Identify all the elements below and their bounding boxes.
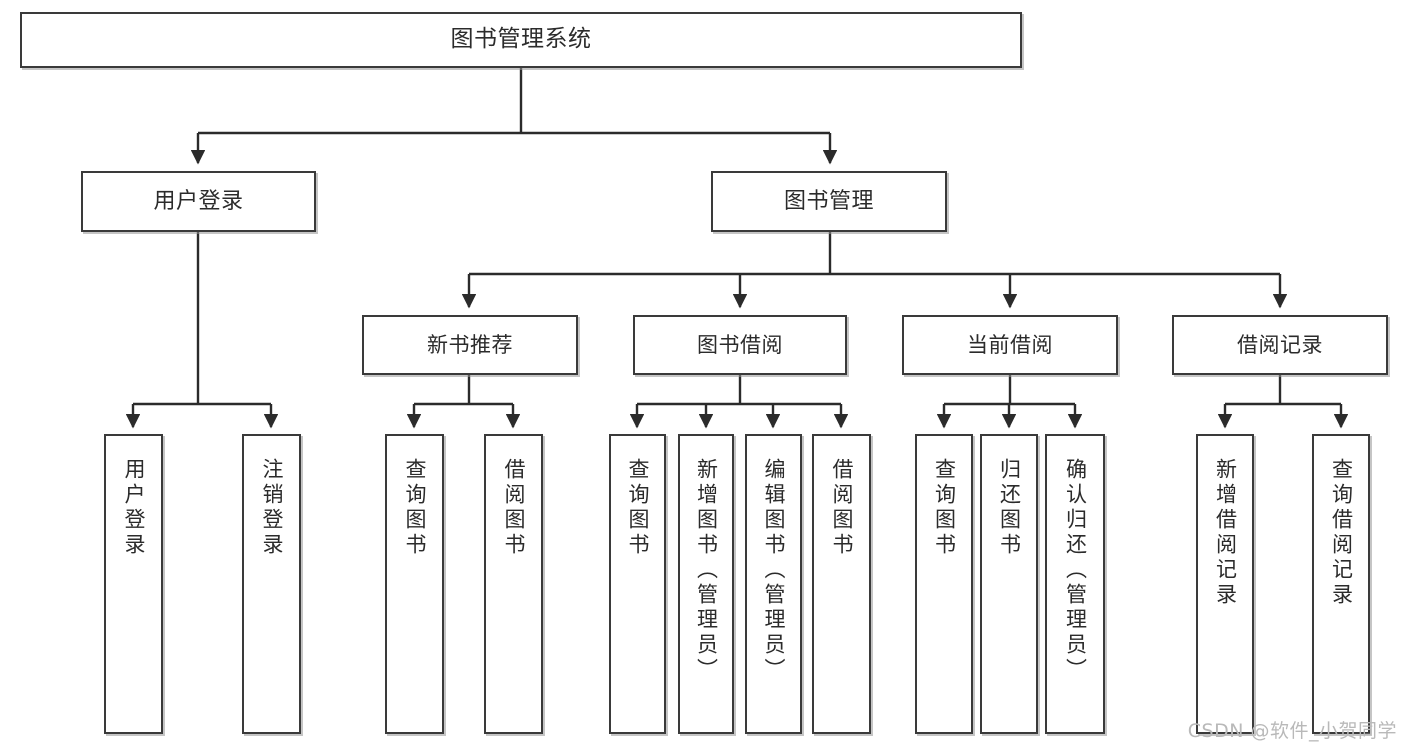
node-leaf-query-book-cur[interactable]: 查询图书 — [915, 434, 973, 734]
node-label: 当前借阅 — [967, 332, 1053, 357]
node-borrow-record[interactable]: 借阅记录 — [1172, 315, 1388, 375]
edge-root-to-level1 — [190, 68, 838, 165]
edge-current-borrow-to-leaves — [936, 375, 1083, 429]
node-leaf-logout[interactable]: 注销登录 — [242, 434, 301, 734]
node-label: 新增借阅记录 — [1213, 458, 1238, 608]
edge-book-borrow-to-leaves — [629, 375, 849, 429]
edge-user-login-to-leaves — [125, 232, 279, 429]
edge-book-manage-to-level2 — [461, 232, 1288, 309]
node-leaf-query-record[interactable]: 查询借阅记录 — [1312, 434, 1370, 734]
node-label: 查询图书 — [932, 458, 957, 558]
node-leaf-borrow-book-rec[interactable]: 借阅图书 — [484, 434, 543, 734]
node-label: 图书管理系统 — [450, 26, 592, 53]
node-label: 图书借阅 — [697, 332, 783, 357]
node-label: 借阅图书 — [502, 458, 526, 558]
node-leaf-borrow-book[interactable]: 借阅图书 — [812, 434, 871, 734]
node-label: 注销登录 — [260, 458, 284, 558]
edge-borrow-record-to-leaves — [1217, 375, 1349, 429]
node-leaf-user-login[interactable]: 用户登录 — [104, 434, 163, 734]
edge-new-book-rec-to-leaves — [406, 375, 521, 429]
node-label: 用户登录 — [122, 458, 146, 558]
node-label: 借阅记录 — [1237, 332, 1323, 357]
watermark-text: CSDN @软件_小贺同学 — [1187, 720, 1397, 742]
node-leaf-add-book[interactable]: 新增图书（管理员） — [678, 434, 734, 734]
node-label: 归还图书 — [997, 458, 1022, 558]
node-label: 查询借阅记录 — [1329, 458, 1354, 608]
node-leaf-return-book[interactable]: 归还图书 — [980, 434, 1038, 734]
node-leaf-add-record[interactable]: 新增借阅记录 — [1196, 434, 1254, 734]
node-label: 新书推荐 — [427, 332, 513, 357]
node-label: 图书管理 — [783, 188, 874, 214]
node-leaf-query-book-borrow[interactable]: 查询图书 — [609, 434, 666, 734]
node-label: 查询图书 — [626, 458, 650, 558]
node-leaf-edit-book[interactable]: 编辑图书（管理员） — [745, 434, 802, 734]
node-current-borrow[interactable]: 当前借阅 — [902, 315, 1118, 375]
node-book-borrow[interactable]: 图书借阅 — [633, 315, 847, 375]
node-label: 编辑图书（管理员） — [762, 458, 786, 683]
node-user-login[interactable]: 用户登录 — [81, 171, 316, 232]
node-label: 用户登录 — [153, 188, 244, 214]
node-label: 查询图书 — [403, 458, 427, 558]
node-leaf-query-book-rec[interactable]: 查询图书 — [385, 434, 444, 734]
node-root-system[interactable]: 图书管理系统 — [20, 12, 1022, 68]
node-book-manage[interactable]: 图书管理 — [711, 171, 947, 232]
node-label: 新增图书（管理员） — [694, 458, 719, 683]
node-leaf-confirm-return[interactable]: 确认归还（管理员） — [1045, 434, 1105, 734]
node-new-book-rec[interactable]: 新书推荐 — [362, 315, 578, 375]
node-label: 确认归还（管理员） — [1063, 458, 1088, 683]
node-label: 借阅图书 — [830, 458, 854, 558]
